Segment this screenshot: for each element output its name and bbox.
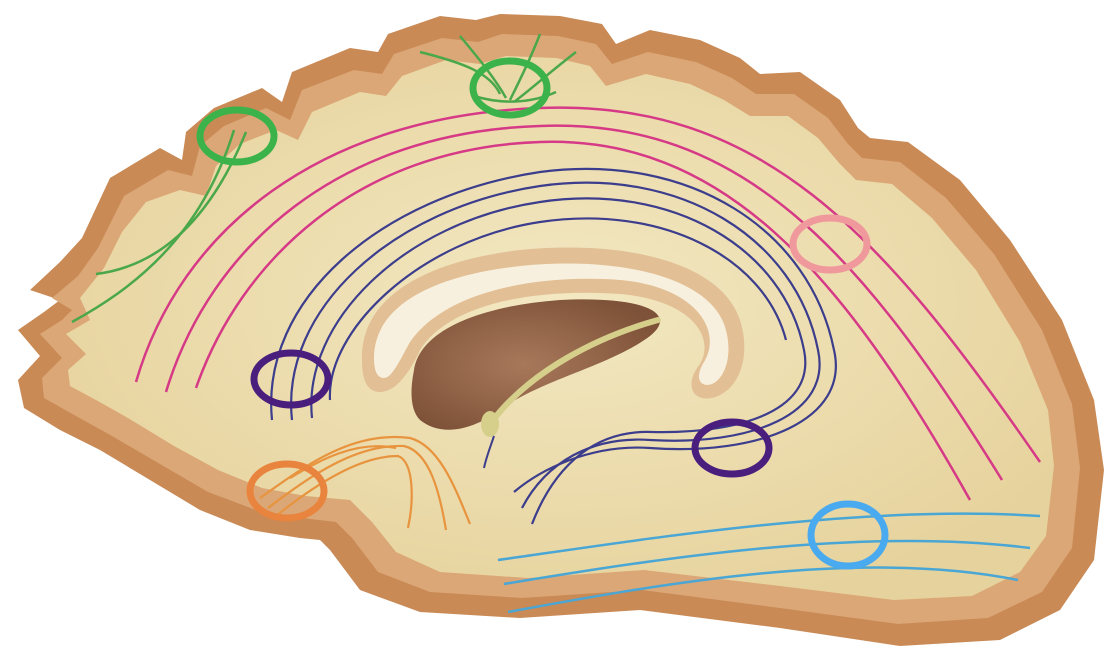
thalamus — [411, 299, 660, 430]
cyan-tracts — [497, 512, 1041, 614]
marker-green-frontal — [196, 106, 278, 166]
marker-purple-posterior — [691, 418, 773, 478]
magenta-tracts — [134, 106, 1042, 501]
orange-tracts — [259, 435, 472, 531]
marker-pink — [789, 214, 871, 274]
marker-orange — [246, 460, 328, 522]
marker-purple-anterior — [250, 349, 332, 409]
fornix — [487, 317, 661, 427]
navy-tracts — [270, 167, 837, 525]
mammillary-body — [481, 411, 499, 437]
marker-green-central — [469, 57, 551, 119]
fornix-column — [483, 435, 495, 469]
marker-blue — [807, 500, 889, 570]
ventricle — [374, 263, 729, 385]
markers — [196, 57, 889, 570]
